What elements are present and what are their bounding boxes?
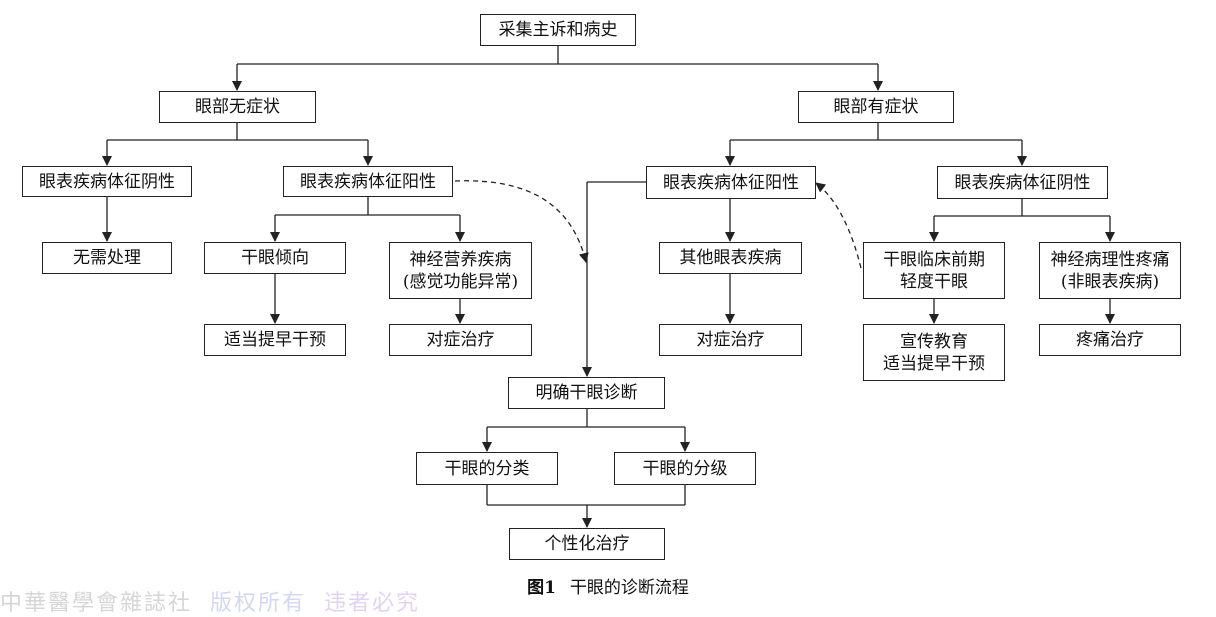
node-no-treatment-text: 无需处理	[73, 248, 141, 268]
node-neurotrophic: 神经营养疾病 (感觉功能异常)	[389, 242, 532, 299]
dashed-arrow-left-positive-to-diagnosis	[454, 180, 589, 263]
node-root-text: 采集主诉和病史	[498, 20, 618, 40]
node-other-ocular-surface: 其他眼表疾病	[659, 242, 802, 274]
figure-title: 干眼的诊断流程	[569, 578, 689, 598]
node-left-negative: 眼表疾病体征阴性	[22, 166, 192, 197]
node-individualized-treatment: 个性化治疗	[509, 528, 665, 560]
dashed-arrow-preclinical-to-right-positive	[815, 182, 862, 269]
node-has-symptom: 眼部有症状	[798, 91, 954, 123]
node-individualized-text: 个性化治疗	[544, 534, 630, 554]
node-dry-eye-tendency-text: 干眼倾向	[241, 248, 309, 268]
node-right-negative-text: 眼表疾病体征阴性	[954, 172, 1091, 193]
node-preclinical-dry-eye: 干眼临床前期 轻度干眼	[863, 242, 1005, 299]
node-left-positive: 眼表疾病体征阳性	[283, 166, 453, 197]
node-grading: 干眼的分级	[614, 452, 756, 485]
node-root: 采集主诉和病史	[480, 14, 636, 46]
node-no-symptom-text: 眼部无症状	[195, 97, 280, 117]
node-neuropathic-line1: 神经病理性疼痛	[1050, 249, 1170, 270]
node-neurotrophic-line1: 神经营养疾病	[409, 249, 512, 270]
node-diagnosis: 明确干眼诊断	[508, 377, 665, 409]
node-pain-treatment-text: 疼痛治疗	[1076, 330, 1144, 350]
node-no-treatment: 无需处理	[42, 242, 172, 274]
node-left-positive-text: 眼表疾病体征阳性	[300, 171, 436, 192]
node-pain-treatment: 疼痛治疗	[1039, 324, 1181, 356]
node-early-intervention: 适当提早干预	[204, 324, 346, 356]
node-classification: 干眼的分类	[416, 452, 558, 485]
node-grading-text: 干眼的分级	[642, 458, 728, 479]
node-neuropathic-line2: (非眼表疾病)	[1060, 271, 1160, 292]
node-left-symptomatic-treatment: 对症治疗	[389, 324, 532, 356]
node-left-symptomatic-text: 对症治疗	[426, 330, 495, 350]
node-classification-text: 干眼的分类	[444, 458, 530, 479]
node-dry-eye-tendency: 干眼倾向	[204, 242, 346, 274]
node-education: 宣传教育 适当提早干预	[863, 324, 1005, 381]
figure-number: 图1	[527, 578, 556, 598]
node-other-ocular-surface-text: 其他眼表疾病	[679, 248, 782, 268]
node-right-symptomatic-treatment: 对症治疗	[659, 324, 802, 356]
node-diagnosis-text: 明确干眼诊断	[535, 383, 638, 403]
node-education-line1: 宣传教育	[900, 331, 968, 352]
node-left-negative-text: 眼表疾病体征阴性	[39, 171, 175, 192]
node-has-symptom-text: 眼部有症状	[833, 97, 919, 117]
node-right-negative: 眼表疾病体征阴性	[937, 166, 1108, 199]
node-education-line2: 适当提早干预	[883, 353, 985, 374]
node-right-symptomatic-text: 对症治疗	[696, 330, 765, 350]
node-neuropathic-pain: 神经病理性疼痛 (非眼表疾病)	[1039, 242, 1181, 299]
node-preclinical-line2: 轻度干眼	[900, 271, 968, 292]
node-right-positive-text: 眼表疾病体征阳性	[663, 172, 799, 193]
figure-caption: 图1 干眼的诊断流程	[0, 573, 1216, 598]
node-neurotrophic-line2: (感觉功能异常)	[402, 271, 519, 292]
node-preclinical-line1: 干眼临床前期	[883, 249, 985, 270]
node-right-positive: 眼表疾病体征阳性	[646, 166, 816, 199]
node-early-intervention-text: 适当提早干预	[224, 330, 326, 350]
node-no-symptom: 眼部无症状	[159, 91, 316, 123]
